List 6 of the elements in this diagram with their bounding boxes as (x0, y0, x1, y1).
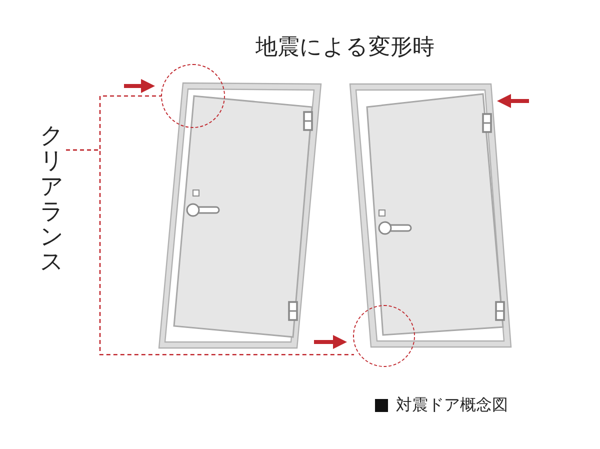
vertical-label: クリアランス (40, 124, 66, 276)
leader-line (66, 149, 354, 356)
dashed-highlight-circle (353, 305, 415, 367)
caption-label: 対震ドア概念図 (396, 395, 508, 416)
dashed-highlight-circle (161, 64, 225, 128)
title: 地震による変形時 (254, 34, 436, 62)
